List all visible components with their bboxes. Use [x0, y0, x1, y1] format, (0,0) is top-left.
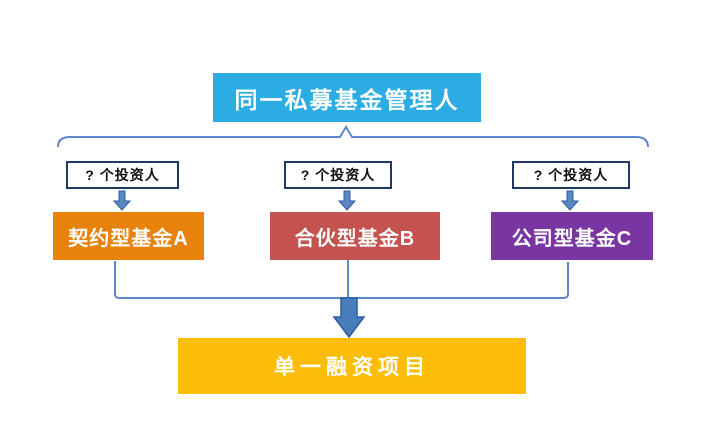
investor-count-label: ? 个投资人	[85, 167, 160, 183]
big-down-arrow-icon	[332, 297, 366, 339]
manager-box: 同一私募基金管理人	[213, 73, 481, 122]
investor-count-label: ? 个投资人	[300, 167, 376, 183]
fund-box-corporate: 公司型基金C	[491, 212, 653, 260]
project-label: 单一融资项目	[274, 356, 430, 379]
investor-count-box-a: ? 个投资人	[66, 161, 179, 189]
investor-count-label: ? 个投资人	[533, 167, 609, 183]
brace-connector	[57, 125, 649, 148]
merge-connector	[114, 261, 569, 299]
investor-count-box-c: ? 个投资人	[512, 161, 630, 189]
fund-label: 合伙型基金B	[294, 227, 416, 250]
investor-count-box-b: ? 个投资人	[284, 161, 392, 189]
fund-box-contractual: 契约型基金A	[53, 212, 204, 260]
down-arrow-icon	[337, 190, 357, 211]
down-arrow-icon	[560, 190, 580, 211]
fund-box-partnership: 合伙型基金B	[270, 212, 440, 260]
manager-label: 同一私募基金管理人	[234, 86, 460, 113]
project-box: 单一融资项目	[178, 338, 526, 394]
fund-label: 公司型基金C	[511, 227, 633, 250]
fund-label: 契约型基金A	[68, 227, 189, 250]
down-arrow-icon	[112, 190, 132, 211]
